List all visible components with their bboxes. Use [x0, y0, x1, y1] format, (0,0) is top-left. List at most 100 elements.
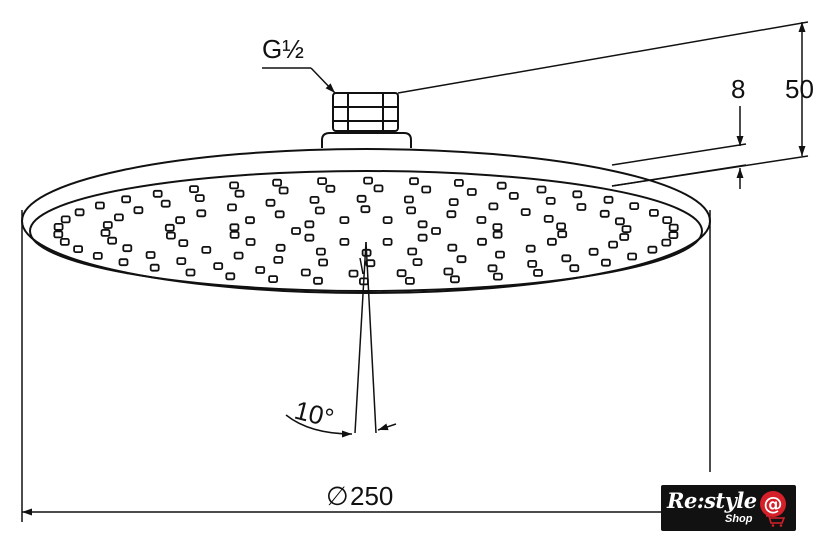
nozzle	[309, 195, 320, 204]
diameter-dimension	[21, 210, 711, 522]
nozzle	[373, 184, 384, 193]
nozzle	[233, 251, 244, 260]
nozzle	[492, 230, 503, 239]
nozzle	[272, 178, 283, 187]
nozzle	[92, 251, 103, 260]
nozzle	[608, 240, 618, 249]
thickness-dimension	[611, 106, 747, 189]
nozzle	[318, 258, 329, 267]
nozzle	[234, 189, 245, 198]
nozzle	[406, 206, 417, 215]
nozzle	[520, 208, 531, 217]
nozzle	[619, 233, 630, 241]
nozzle	[152, 189, 163, 198]
nozzle	[403, 195, 414, 204]
nozzle	[449, 275, 460, 284]
nozzle	[417, 220, 428, 229]
nozzle	[304, 220, 315, 229]
nozzle	[317, 177, 328, 186]
nozzle	[536, 185, 547, 194]
nozzle	[121, 195, 131, 204]
nozzle	[627, 252, 637, 261]
nozzle	[647, 245, 658, 254]
height-label: 50	[785, 74, 814, 104]
nozzle	[576, 203, 587, 211]
nozzle	[176, 257, 187, 266]
nozzle	[533, 268, 543, 277]
nozzle	[102, 221, 113, 229]
nozzle	[313, 276, 323, 285]
thread-label: G½	[262, 34, 304, 64]
logo-at-icon: @	[760, 491, 786, 517]
restyle-shop-logo: Re:style @ Shop	[661, 485, 796, 531]
nozzle	[268, 275, 279, 284]
nozzle	[496, 181, 507, 190]
nozzle	[273, 255, 284, 264]
nozzle	[227, 203, 237, 212]
nozzle	[149, 263, 160, 272]
nozzle	[446, 210, 457, 219]
nozzle	[599, 209, 610, 218]
nozzle	[601, 258, 611, 267]
nozzle	[649, 208, 659, 217]
nozzle	[668, 223, 679, 232]
nozzle	[561, 254, 572, 263]
nozzle	[545, 196, 556, 205]
nozzle	[196, 209, 207, 218]
nozzle	[404, 276, 415, 285]
nozzle	[407, 247, 418, 256]
nozzle	[100, 228, 111, 237]
nozzle	[487, 264, 498, 273]
shower-plate	[21, 148, 711, 294]
nozzle	[339, 237, 350, 246]
nozzle	[382, 216, 393, 225]
connector-collar	[321, 132, 412, 148]
nozzle	[492, 223, 503, 232]
nozzle	[229, 223, 240, 232]
thickness-label: 8	[731, 74, 745, 104]
nozzle	[363, 176, 374, 185]
nozzle	[213, 262, 224, 271]
nozzle	[447, 243, 458, 252]
nozzle	[629, 202, 640, 211]
nozzle	[603, 195, 614, 204]
nozzle	[492, 272, 503, 281]
nozzle	[556, 222, 566, 231]
nozzle	[53, 222, 64, 231]
logo-subtitle: Shop	[725, 513, 753, 525]
nozzle	[356, 194, 367, 203]
nozzle	[53, 230, 64, 239]
nozzle	[255, 266, 266, 274]
nozzle	[59, 237, 70, 246]
nozzle	[189, 185, 199, 194]
nozzle	[229, 181, 240, 190]
nozzle	[315, 247, 326, 256]
nozzle	[525, 244, 536, 253]
nozzle	[95, 201, 105, 210]
nozzle	[225, 272, 236, 281]
nozzle	[572, 190, 583, 199]
nozzle	[118, 258, 129, 267]
nozzle	[107, 236, 117, 245]
nozzle	[443, 267, 454, 276]
nozzle	[165, 231, 176, 240]
height-dimension	[397, 21, 809, 187]
nozzle	[621, 225, 632, 234]
nozzle	[476, 216, 487, 224]
nozzle	[477, 237, 487, 246]
nozzle	[360, 205, 371, 214]
nozzle	[265, 198, 276, 207]
nozzle	[300, 268, 311, 277]
nozzle	[569, 264, 580, 273]
nozzle	[396, 269, 407, 278]
nozzle	[417, 233, 428, 242]
diameter-label: 250	[350, 481, 393, 511]
nozzle	[245, 216, 255, 225]
nozzle	[547, 237, 557, 246]
nozzle	[60, 215, 71, 224]
nozzle	[122, 244, 133, 253]
nozzle	[325, 184, 336, 193]
logo-wordmark: Re:style	[667, 488, 757, 513]
nozzle	[488, 202, 499, 211]
